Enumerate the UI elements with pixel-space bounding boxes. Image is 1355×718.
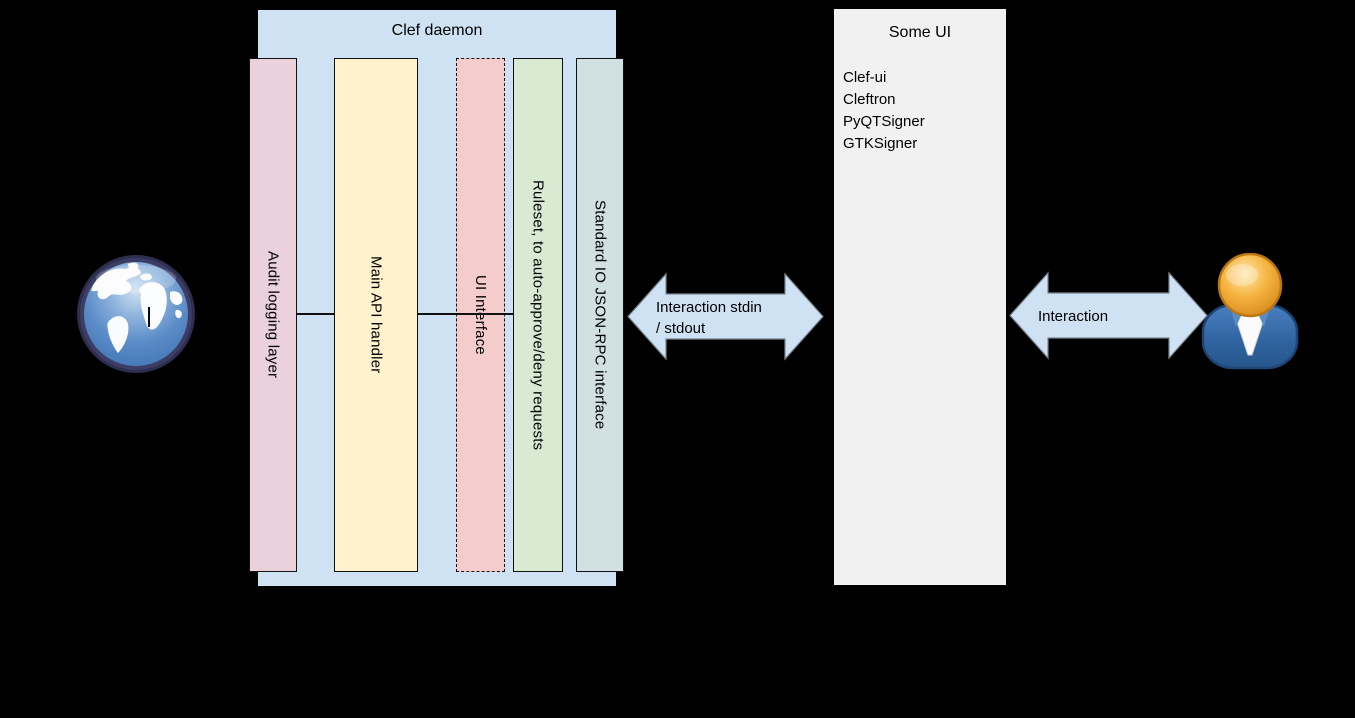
arrow-interaction-label: Interaction bbox=[1038, 308, 1109, 325]
arrow-stdin-stdout bbox=[627, 272, 824, 361]
arrow-stdin-stdout-label: Interaction stdin / stdout bbox=[656, 297, 762, 339]
some-ui-item: GTKSigner bbox=[843, 135, 918, 152]
arrow-stdin-stdout-label-line1: Interaction stdin bbox=[656, 299, 762, 316]
connector-audit-to-api bbox=[297, 313, 334, 315]
some-ui-item: Cleftron bbox=[843, 91, 896, 108]
globe-icon bbox=[77, 255, 195, 373]
arrow-interaction bbox=[1009, 271, 1208, 360]
clef-daemon-box: Clef daemon bbox=[257, 9, 617, 587]
some-ui-box: Some UI Clef-ui Cleftron PyQTSigner GTKS… bbox=[833, 8, 1007, 586]
layer-main-api-handler-label: Main API handler bbox=[367, 256, 385, 374]
layer-audit-logging-label: Audit logging layer bbox=[264, 251, 282, 379]
layer-ui-interface-label: UI Interface bbox=[472, 275, 489, 355]
layer-ui-interface: UI Interface bbox=[456, 58, 505, 572]
some-ui-title: Some UI bbox=[888, 24, 952, 41]
layer-stdio-jsonrpc: Standard IO JSON-RPC interface bbox=[576, 58, 624, 572]
clef-daemon-title: Clef daemon bbox=[391, 22, 483, 39]
connector-api-to-ruleset bbox=[417, 313, 513, 315]
user-icon bbox=[1201, 253, 1299, 370]
some-ui-item: Clef-ui bbox=[843, 69, 887, 86]
some-ui-list: Clef-ui Cleftron PyQTSigner GTKSigner bbox=[843, 67, 925, 155]
layer-main-api-handler: Main API handler bbox=[334, 58, 418, 572]
arrow-stdin-stdout-label-line2: / stdout bbox=[656, 320, 706, 337]
some-ui-item: PyQTSigner bbox=[843, 113, 925, 130]
globe-marker-line bbox=[148, 307, 150, 327]
layer-audit-logging: Audit logging layer bbox=[249, 58, 297, 572]
layer-ruleset: Ruleset, to auto-approve/deny requests bbox=[513, 58, 563, 572]
layer-ruleset-label: Ruleset, to auto-approve/deny requests bbox=[529, 179, 547, 451]
layer-stdio-jsonrpc-label: Standard IO JSON-RPC interface bbox=[591, 200, 609, 430]
